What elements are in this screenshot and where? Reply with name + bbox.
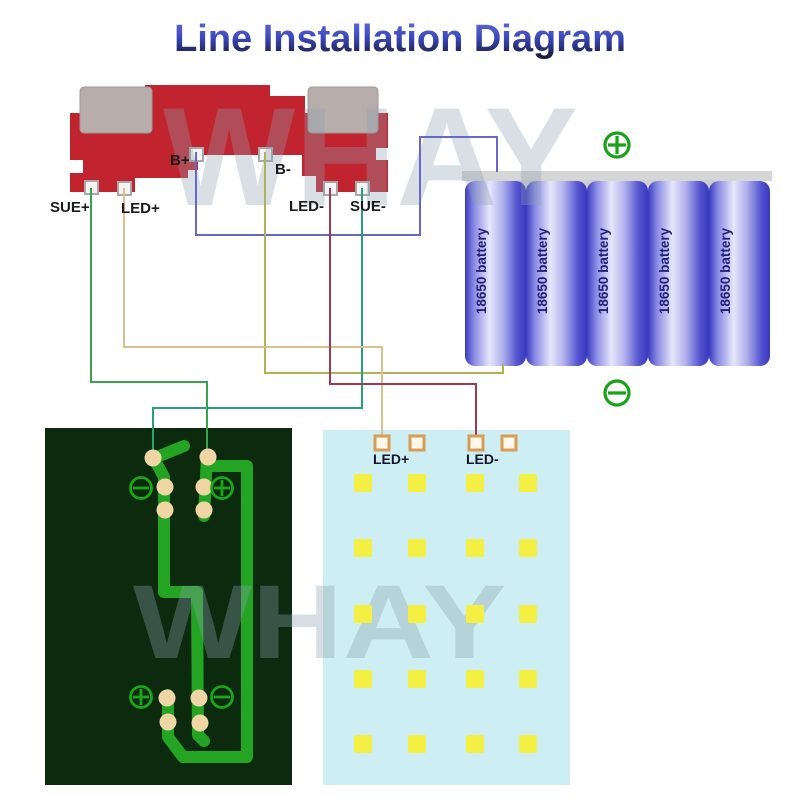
led-chip	[519, 474, 537, 492]
b-minus-wire	[264, 152, 504, 374]
led-chip	[466, 735, 484, 753]
trace-center	[147, 451, 210, 747]
pcb-pad	[190, 689, 208, 707]
battery-cell-label: 18650 battery	[474, 227, 489, 315]
panel-pad-led-plus	[373, 434, 391, 452]
panel-pad	[500, 434, 518, 452]
led-chip	[466, 605, 484, 623]
led-chip	[519, 605, 537, 623]
led-chip	[408, 474, 426, 492]
label-led-plus: LED+	[121, 200, 160, 217]
panel-label-led-plus: LED+	[373, 451, 410, 467]
led-plus-wire	[123, 188, 383, 444]
battery-cell-label: 18650 battery	[596, 227, 611, 315]
battery-cell-label: 18650 battery	[535, 227, 550, 315]
pcb-pad	[156, 501, 174, 519]
pcb-pad	[195, 501, 213, 519]
led-chip	[408, 605, 426, 623]
minus-icon	[129, 476, 153, 500]
usb-port-left	[79, 86, 153, 134]
driver-pcb-pads	[144, 448, 217, 732]
pcb-pad	[144, 449, 162, 467]
led-chip	[354, 474, 372, 492]
usb-port-right	[307, 86, 379, 134]
panel-pad	[408, 434, 426, 452]
battery-cell	[709, 181, 770, 366]
b-plus-wire	[195, 136, 498, 236]
led-chip	[354, 735, 372, 753]
plus-icon	[210, 476, 234, 500]
led-chip	[519, 670, 537, 688]
driver-pcb-symbols	[129, 476, 234, 709]
battery-pack	[462, 131, 772, 407]
led-chip	[354, 605, 372, 623]
led-chip	[408, 539, 426, 557]
battery-cell	[648, 181, 709, 366]
battery-cell	[526, 181, 587, 366]
battery-cell-label: 18650 battery	[718, 227, 733, 315]
led-chip	[408, 670, 426, 688]
watermark-bottom: WHAY	[133, 563, 506, 681]
pcb-pad	[158, 689, 176, 707]
battery-cell	[587, 181, 648, 366]
battery-plus-icon	[603, 131, 631, 159]
pcb-pad	[159, 713, 177, 731]
cell-tab	[513, 180, 539, 189]
diagram-title: Line Installation Diagram	[0, 18, 800, 61]
pcb-pad	[156, 478, 174, 496]
led-grid	[354, 474, 537, 753]
minus-icon	[210, 685, 234, 709]
label-b-minus: B-	[275, 161, 291, 178]
led-minus-wire	[329, 188, 477, 444]
led-chip	[466, 539, 484, 557]
pcb-pad	[195, 478, 213, 496]
panel-label-led-minus: LED-	[466, 451, 499, 467]
led-chip	[466, 474, 484, 492]
led-chip	[354, 539, 372, 557]
cell-tab	[574, 180, 600, 189]
led-chip	[466, 670, 484, 688]
led-chip	[519, 735, 537, 753]
led-panel-pads	[373, 434, 518, 452]
led-chip	[519, 539, 537, 557]
label-led-minus: LED-	[289, 198, 324, 215]
battery-cell	[465, 181, 526, 366]
led-chip	[354, 670, 372, 688]
battery-cell-label: 18650 battery	[657, 227, 672, 315]
charger-board	[70, 85, 388, 196]
label-sue-minus: SUE-	[350, 198, 386, 215]
cell-tab	[635, 180, 661, 189]
pcb-pad	[199, 448, 217, 466]
battery-minus-icon	[603, 379, 631, 407]
label-sue-plus: SUE+	[50, 199, 90, 216]
sue-plus-wire	[90, 188, 208, 460]
label-b-plus: B+	[170, 152, 190, 169]
led-chip	[408, 735, 426, 753]
pcb-pad	[191, 714, 209, 732]
sue-minus-wire	[152, 188, 363, 460]
wires	[90, 136, 504, 460]
watermark-top: WHAY	[163, 78, 578, 235]
panel-pad-led-minus	[467, 434, 485, 452]
cell-tab	[696, 180, 722, 189]
plus-icon	[129, 685, 153, 709]
nickel-strip	[462, 171, 772, 181]
